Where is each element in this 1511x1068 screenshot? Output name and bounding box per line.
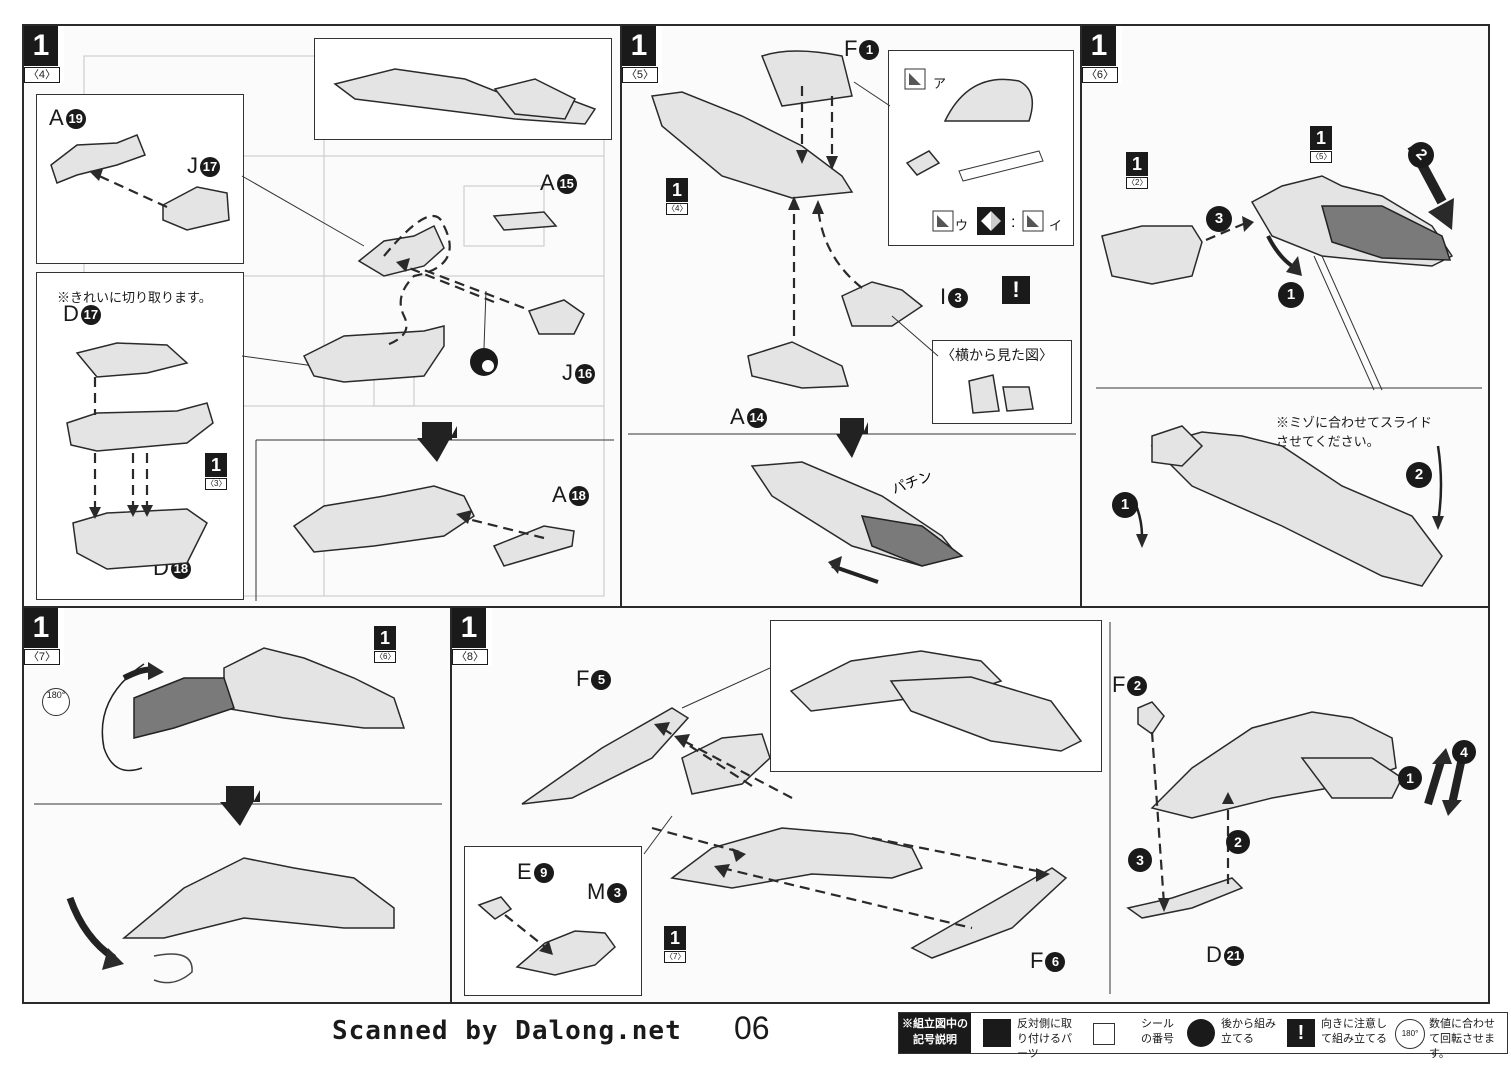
legend-item-rotate: 180° 数値に合わせて回転させます。 [1395,1017,1505,1060]
ref-badge-7: 1 〈7〉 [664,926,686,963]
decal-label-a: ア [933,76,947,91]
assembled-wing-preview [789,650,1083,752]
snap-text: パチン [890,467,935,496]
step-badge-7: 1 〈7〉 [24,608,64,666]
decal-drawing: : [904,68,1044,235]
step-panel-6: 1 〈6〉 1 〈2〉 1 〈5〉 ※ミゾに合わせてスライドさせてください。 2… [1080,24,1490,608]
parts-D17-D18-drawing [66,342,214,570]
rotate-180-icon: 180° [42,688,70,716]
legend-header: ※組立図中の記号説明 [899,1013,971,1053]
main-assembly-drawing-7 [34,647,442,984]
order-marker-1a: 1 [1278,282,1304,308]
order-marker-4: 4 [1452,740,1476,764]
caution-direction-icon: ! [1287,1019,1315,1047]
side-view-drawing [968,374,1034,414]
svg-text::: : [1011,214,1015,231]
legend-item-caution: ! 向きに注意して組み立てる [1287,1017,1391,1049]
step-panel-7: 1 〈7〉 1 〈6〉 180° [22,606,454,1004]
decal-label-i: イ [1049,218,1063,233]
ref-badge-6: 1 〈6〉 [374,626,396,663]
order-marker-3a: 3 [1206,206,1232,232]
page-number: 06 [734,1010,770,1046]
ref-badge-3: 1 〈3〉 [205,453,227,490]
parts-E9-M3-drawing [477,896,616,976]
decal-label-u: ウ [955,218,969,233]
order-marker-3c: 3 [1128,848,1152,872]
step-badge-8: 1 〈8〉 [452,608,492,666]
main-assembly-drawing-5: パチン [628,50,1076,584]
side-view-box: 〈横から見た図〉 [932,340,1072,424]
main-assembly-drawing-8 [521,622,1466,994]
preview-box-4 [314,38,612,140]
order-marker-2c: 2 [1226,830,1250,854]
ref-badge-2: 1 〈2〉 [1126,152,1148,189]
order-marker-1c: 1 [1398,766,1422,790]
sticker-number-icon [1093,1023,1115,1045]
order-marker-1b: 1 [1112,492,1138,518]
legend-item-sticker: シールの番号 [1093,1017,1183,1049]
ref-badge-5: 1 〈5〉 [1310,126,1332,163]
assemble-later-icon [1187,1019,1215,1047]
caution-icon: ! [1002,276,1030,304]
note-slide: ※ミゾに合わせてスライドさせてください。 [1276,415,1433,449]
order-marker-2b: 2 [1406,462,1432,488]
step-badge-5: 1 〈5〉 [622,26,662,84]
symbol-legend: ※組立図中の記号説明 反対側に取り付けるパーツ シールの番号 後から組み立てる … [898,1012,1508,1060]
preview-box-8 [770,620,1102,772]
ref-badge-4: 1 〈4〉 [666,178,688,215]
main-assembly-drawing-4 [241,175,614,601]
step-badge-6: 1 〈6〉 [1082,26,1122,84]
side-view-label: 〈横から見た図〉 [941,347,1053,363]
legend-item-later: 後から組み立てる [1187,1017,1283,1049]
rotate-180-icon: 180° [1395,1019,1425,1049]
legend-item-mirror: 反対側に取り付けるパーツ [983,1017,1079,1060]
main-assembly-drawing-6 [1096,143,1482,587]
parts-A19-J17-drawing [50,134,230,231]
decal-box: ア ウ イ : [888,50,1074,246]
assembled-part-preview [333,68,597,125]
scanner-credit: Scanned by Dalong.net [332,1016,682,1046]
step-badge-4: 1 〈4〉 [24,26,64,84]
note-cut-clean: ※きれいに切り取ります。 [57,290,212,305]
mirror-part-icon [983,1019,1011,1047]
